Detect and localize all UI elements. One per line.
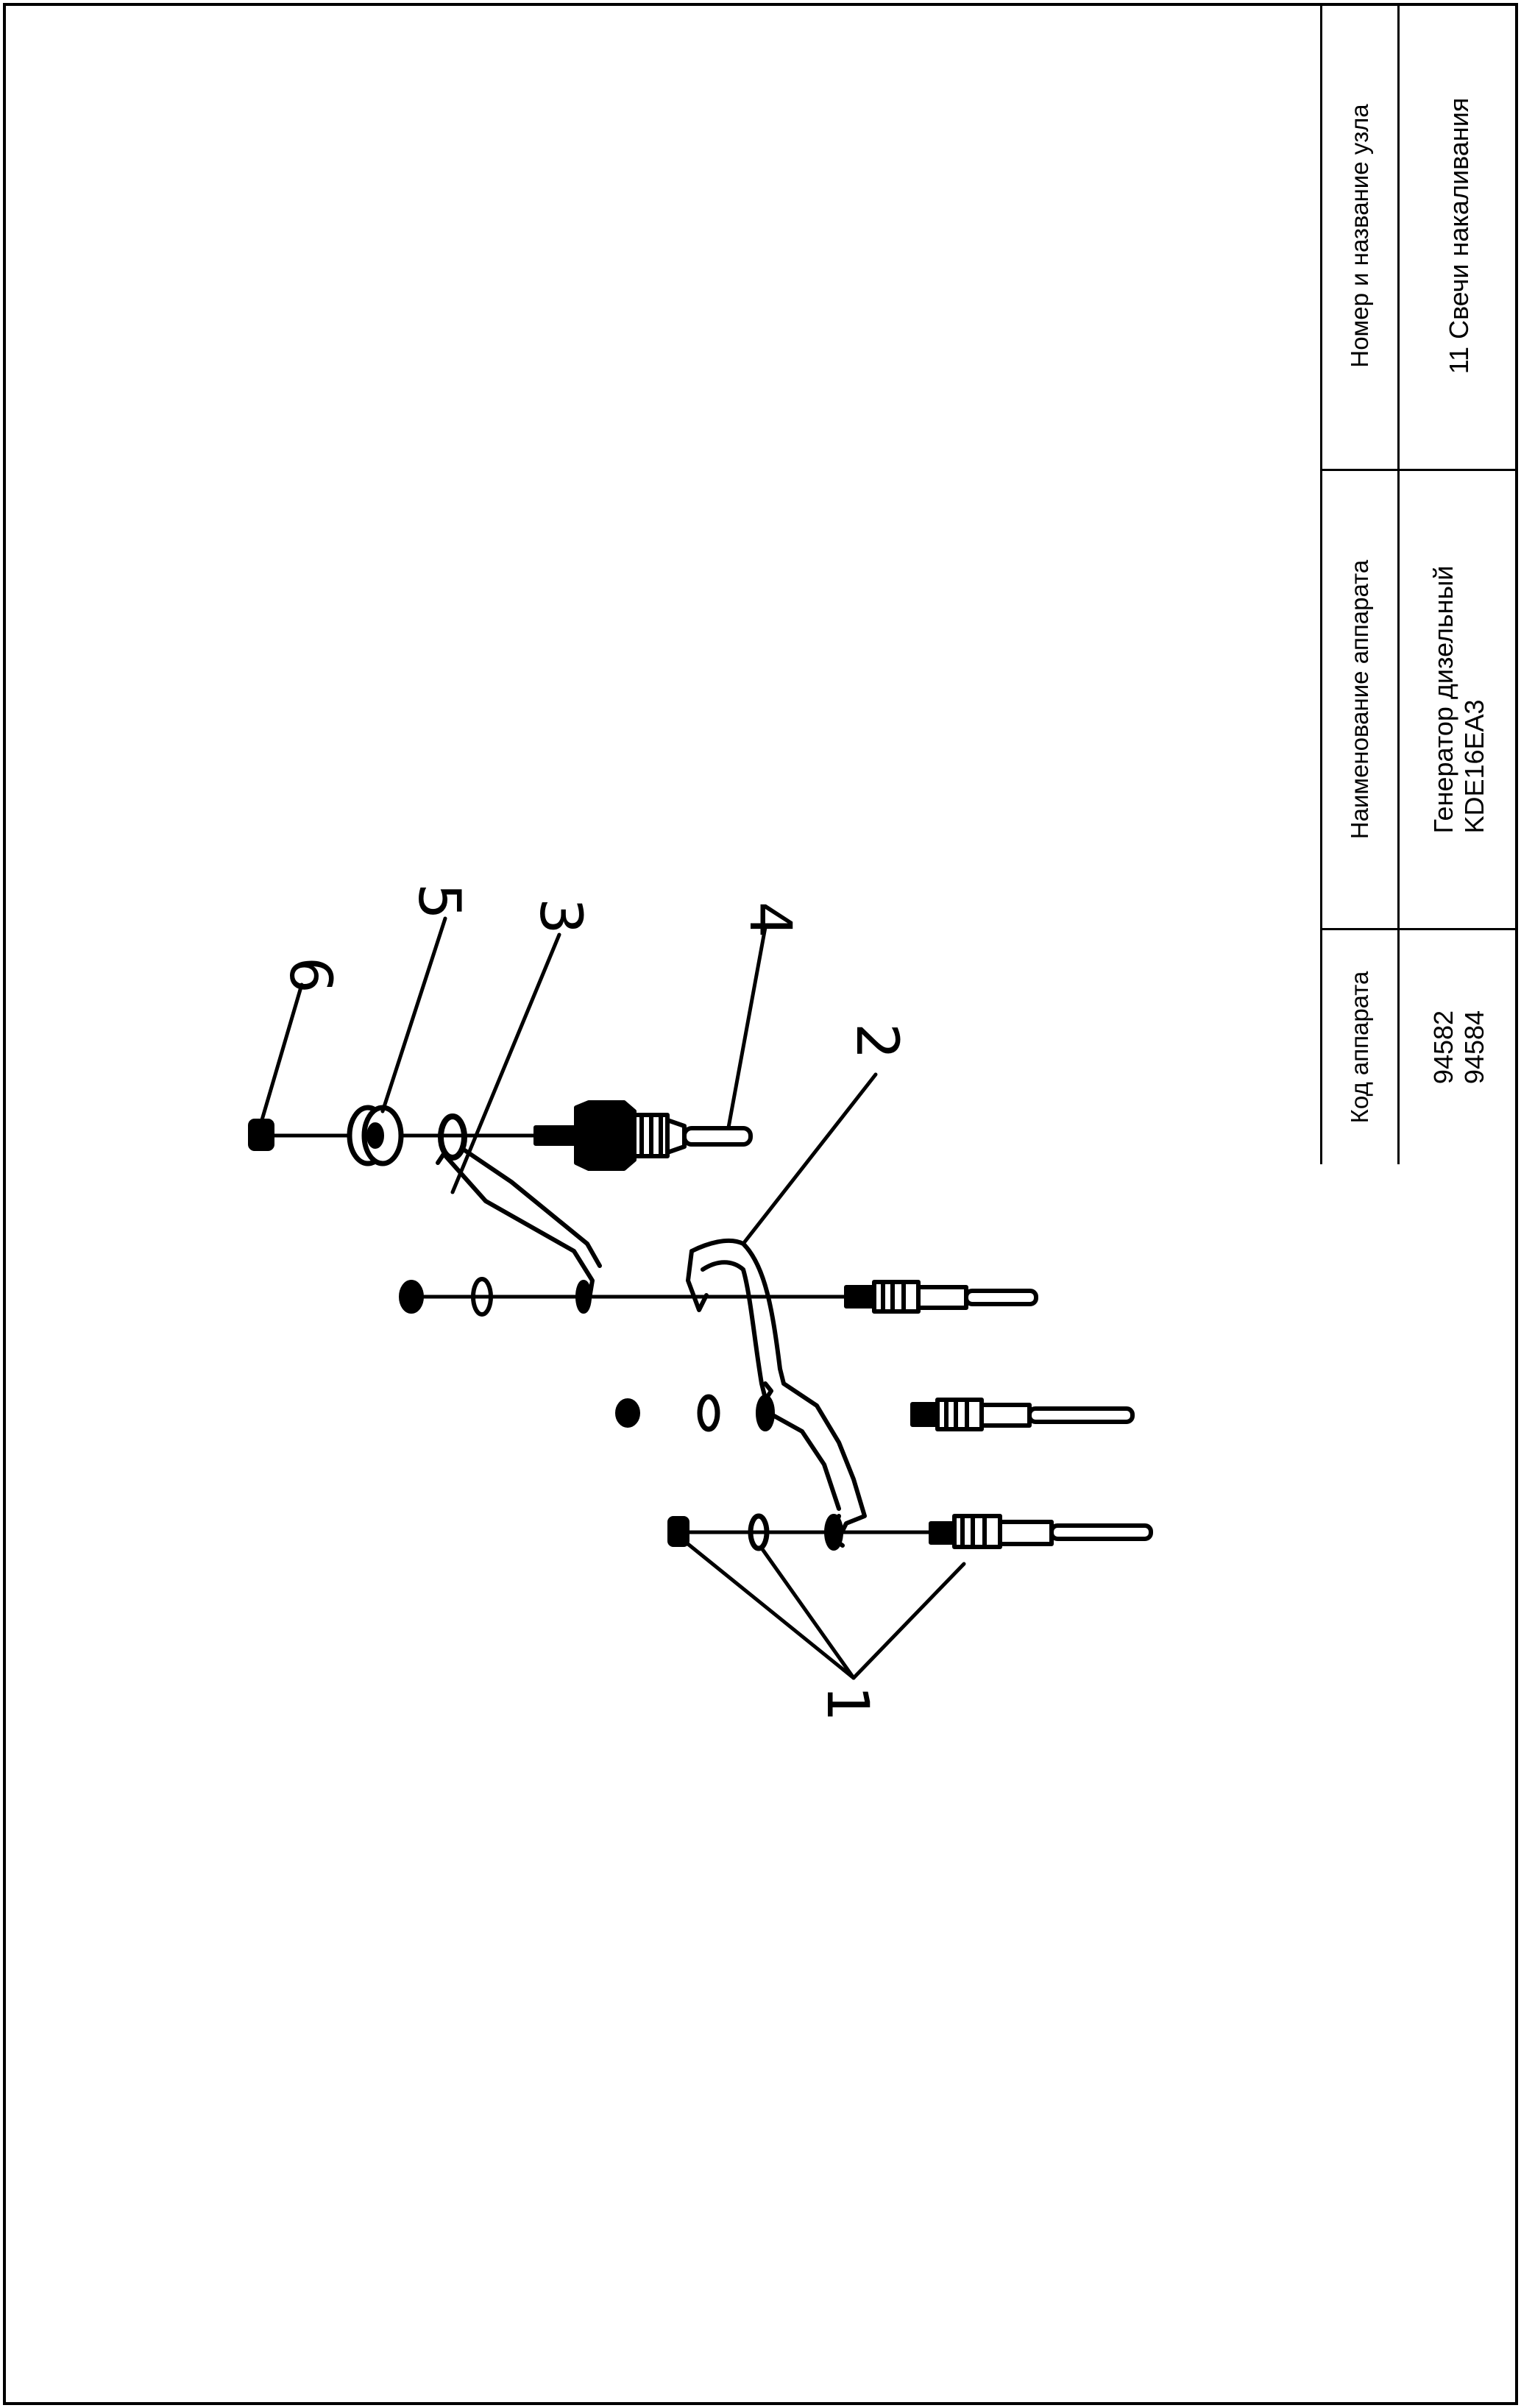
glow-plug-row-1 — [844, 1280, 1038, 1314]
busbar-row-1 — [399, 1277, 1038, 1317]
plug-row-2 — [615, 1394, 1135, 1432]
callout-1: 1 — [814, 1685, 880, 1722]
callout-6: 6 — [277, 957, 343, 994]
lead-3 — [436, 1113, 602, 1305]
header-device-code: Код аппарата — [1320, 930, 1397, 1164]
callout-labels: 6 5 3 4 2 1 — [277, 883, 910, 1722]
leader-lines — [259, 916, 966, 1680]
title-block-table: Код аппарата Наименование аппарата Номер… — [1320, 3, 1518, 1164]
header-assembly: Номер и название узла — [1320, 3, 1397, 471]
glow-plug-row-2 — [910, 1398, 1135, 1431]
glow-plug-row-3 — [929, 1514, 1153, 1549]
callout-4: 4 — [737, 902, 803, 938]
value-assembly: 11 Свечи накаливания — [1397, 3, 1518, 471]
value-device-code: 94582 94584 — [1397, 930, 1518, 1164]
callout-5: 5 — [405, 883, 472, 920]
callout-3: 3 — [527, 898, 593, 935]
title-block: Код аппарата Наименование аппарата Номер… — [1320, 3, 1518, 1164]
value-device-name: Генератор дизельный KDE16EA3 — [1397, 471, 1518, 930]
sheet-border — [3, 3, 1518, 2405]
header-device-name: Наименование аппарата — [1320, 471, 1397, 930]
callout-2: 2 — [843, 1023, 910, 1060]
nut-6 — [248, 1119, 274, 1151]
plug-row-3 — [667, 1513, 1153, 1551]
glow-plug-4 — [533, 1100, 753, 1171]
busbar-2 — [686, 1238, 867, 1548]
washer-5 — [347, 1105, 404, 1166]
upper-assembly — [248, 1100, 753, 1305]
